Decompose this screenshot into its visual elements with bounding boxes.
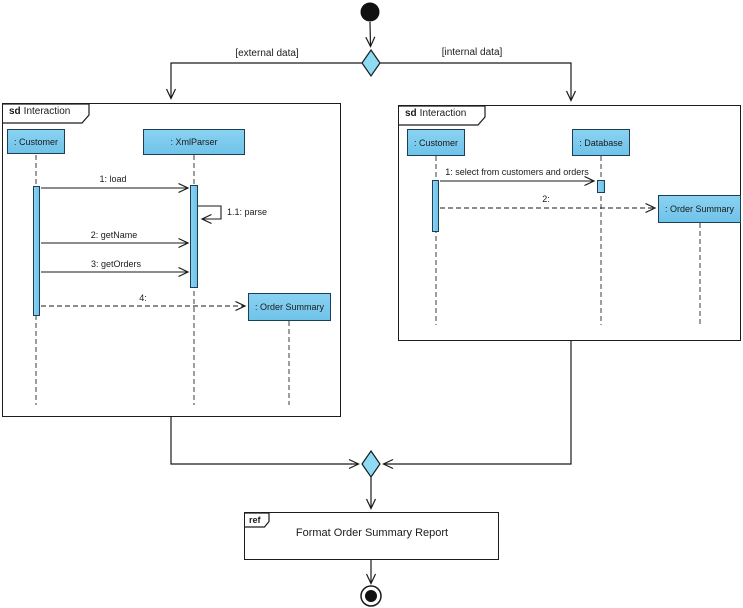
ref-frame-header-pentagon xyxy=(245,512,270,528)
edge-initial-to-decision xyxy=(365,21,376,48)
frame-right-tag: sd xyxy=(405,108,417,119)
final-node-dot xyxy=(365,590,377,602)
activation-right-database xyxy=(597,180,605,193)
guard-internal-data: [internal data] xyxy=(441,47,503,58)
lifeline-head-left-customer[interactable]: : Customer xyxy=(7,129,65,154)
message-getorders-label: 3: getOrders xyxy=(90,259,142,269)
interaction-frame-right[interactable] xyxy=(398,105,741,341)
frame-left-title-text: Interaction xyxy=(23,106,71,117)
message-parse-self-arrow xyxy=(198,205,222,225)
message-parse-label: 1.1: parse xyxy=(227,207,268,217)
ref-frame-label: Format Order Summary Report xyxy=(295,527,449,539)
lifeline-head-left-xmlparser[interactable]: : XmlParser xyxy=(143,129,245,155)
message-getname-label: 2: getName xyxy=(90,230,138,240)
frame-right-header-pentagon xyxy=(399,105,486,126)
guard-external-data: [external data] xyxy=(235,48,299,59)
merge-node[interactable] xyxy=(361,449,381,479)
activation-right-customer xyxy=(432,180,439,232)
ref-frame-tag: ref xyxy=(249,515,261,525)
edge-left-frame-to-merge xyxy=(170,417,360,470)
edge-decision-to-left-frame xyxy=(165,62,362,100)
frame-left-tag: sd xyxy=(9,106,21,117)
message-2-label: 2: xyxy=(542,194,550,204)
interaction-frame-left[interactable] xyxy=(2,103,341,417)
ref-frame[interactable] xyxy=(244,512,499,560)
edge-decision-to-right-frame xyxy=(380,62,577,102)
activation-left-xmlparser xyxy=(190,185,198,288)
initial-node[interactable] xyxy=(360,2,380,22)
frame-left-header-pentagon xyxy=(3,103,90,124)
message-4-label: 4: xyxy=(139,293,147,303)
message-select-label: 1: select from customers and orders xyxy=(445,167,589,177)
lifeline-head-right-database[interactable]: : Database xyxy=(572,129,630,156)
frame-right-title-text: Interaction xyxy=(419,108,467,119)
message-load-label: 1: load xyxy=(99,174,127,184)
edge-right-frame-to-merge xyxy=(382,341,572,470)
lifeline-head-right-customer[interactable]: : Customer xyxy=(407,129,465,156)
lifeline-head-right-order-summary[interactable]: : Order Summary xyxy=(658,195,741,223)
lifeline-head-left-order-summary[interactable]: : Order Summary xyxy=(248,293,331,321)
decision-node[interactable] xyxy=(361,48,381,78)
activation-left-customer xyxy=(33,186,40,316)
